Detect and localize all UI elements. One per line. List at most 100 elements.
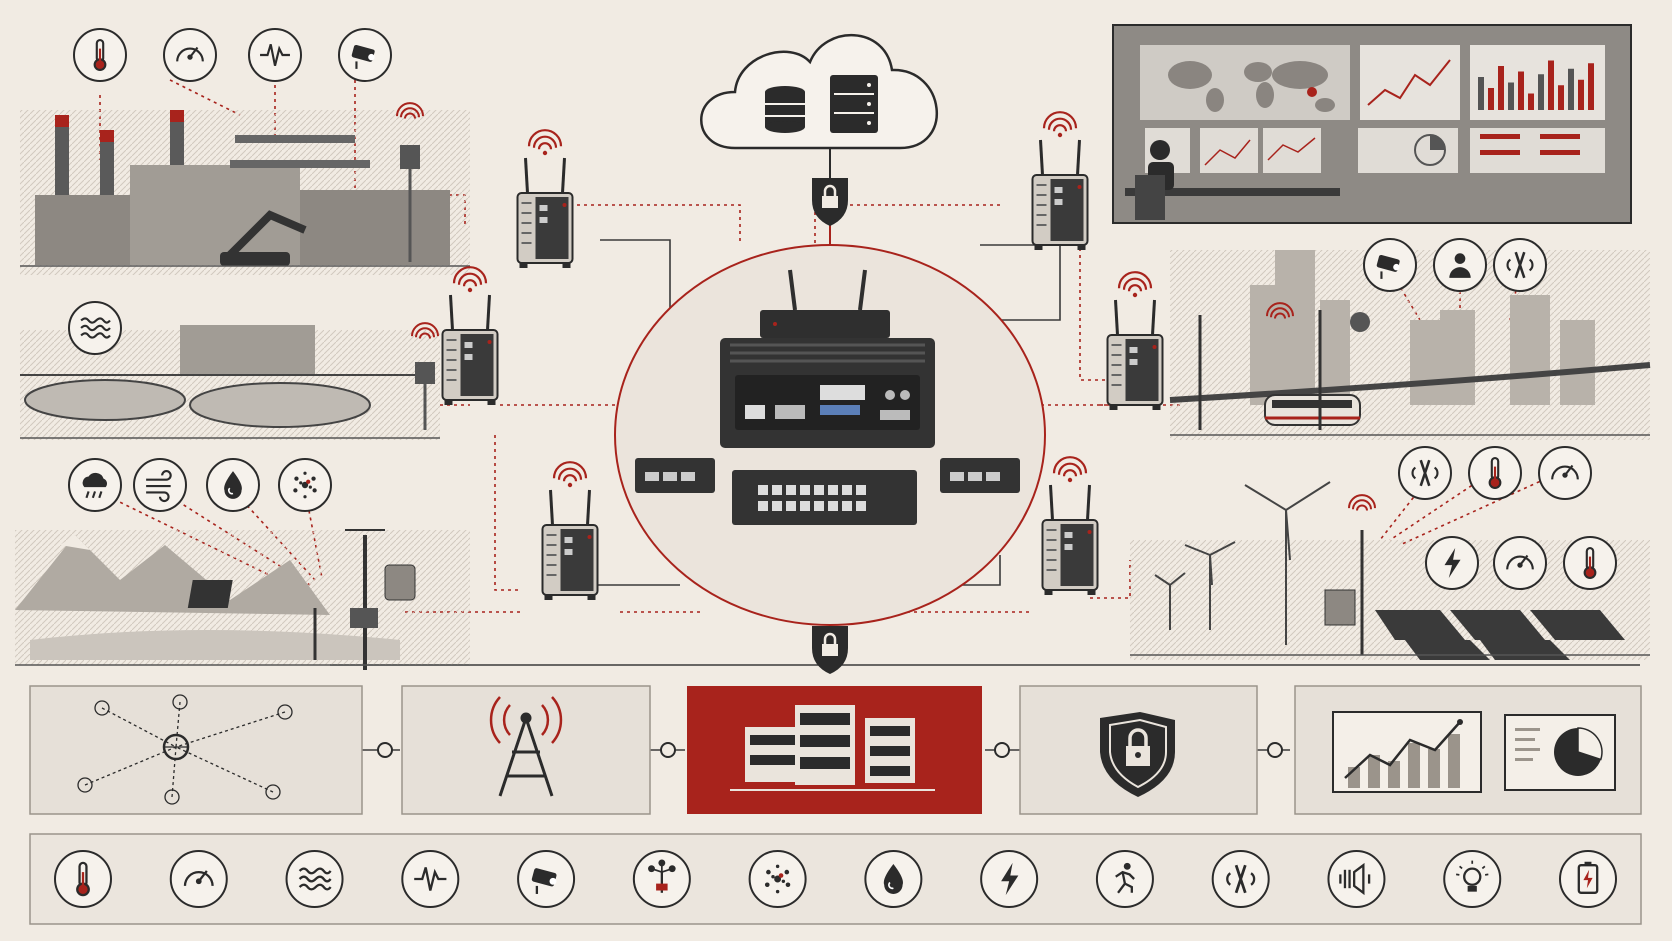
network-topology-icon xyxy=(77,694,293,805)
lock-cloud xyxy=(812,178,848,226)
wifi-icon xyxy=(411,322,439,339)
edge-gateway xyxy=(516,129,574,268)
bar xyxy=(1518,71,1524,110)
switch-port xyxy=(786,501,796,511)
edge-hub xyxy=(614,225,1046,660)
switch-port xyxy=(842,501,852,511)
wind-icon xyxy=(133,458,187,512)
edge-gateway xyxy=(441,266,499,405)
server-rack-icon xyxy=(730,705,935,791)
camera-icon xyxy=(338,28,392,82)
pie-slice xyxy=(1577,727,1603,761)
analytics-bar xyxy=(1408,743,1420,788)
bar xyxy=(1578,79,1584,110)
water-drop-icon xyxy=(864,850,923,908)
light-bulb-icon xyxy=(1443,850,1502,908)
bar xyxy=(1478,77,1484,110)
stage-edge-servers xyxy=(687,686,982,814)
acoustic-icon xyxy=(1327,850,1386,908)
switch-port xyxy=(856,501,866,511)
gauge-icon xyxy=(169,850,228,908)
hub-switch-right xyxy=(940,458,1020,493)
bar xyxy=(1538,74,1544,110)
water-drop-icon xyxy=(206,458,260,512)
database-icon xyxy=(765,86,805,133)
edge-gateway xyxy=(541,461,599,600)
lock-hub xyxy=(812,626,848,674)
bar xyxy=(1558,85,1564,110)
wifi-icon xyxy=(1266,302,1294,319)
security-camera-icon xyxy=(517,850,576,908)
bar xyxy=(1568,68,1574,110)
hub-router xyxy=(760,269,890,338)
vibration-icon xyxy=(1211,850,1270,908)
switch-port xyxy=(842,485,852,495)
wifi-icon xyxy=(452,266,488,293)
switch-port xyxy=(828,501,838,511)
line-chart-mini xyxy=(1367,59,1451,106)
edge-gateway xyxy=(1041,456,1099,595)
bar xyxy=(1548,60,1554,110)
switch-port xyxy=(772,501,782,511)
switch-port xyxy=(758,485,768,495)
analytics-bar xyxy=(1448,734,1460,788)
wifi-icon xyxy=(527,129,563,156)
water-waves-icon xyxy=(68,301,122,355)
wifi-icon xyxy=(1348,494,1376,511)
gateways xyxy=(396,102,1376,600)
pipeline-row xyxy=(29,685,1642,815)
thermometer-icon xyxy=(73,28,127,82)
thermometer-icon xyxy=(1468,446,1522,500)
battery-icon xyxy=(1559,850,1617,908)
hub-switch-left xyxy=(635,458,715,493)
radio-tower-icon xyxy=(489,696,563,797)
hub-gateway xyxy=(720,338,935,448)
analytics-dashboard-icon xyxy=(1332,711,1616,793)
bar-chart-mini xyxy=(1478,60,1594,110)
cloud xyxy=(700,33,938,178)
lightning-icon xyxy=(1425,536,1479,590)
scene-sensor-icons xyxy=(68,28,1617,590)
bar xyxy=(1588,63,1594,110)
gauge-icon xyxy=(163,28,217,82)
bar xyxy=(1498,66,1504,110)
water-waves-icon xyxy=(285,850,344,908)
switch-port xyxy=(856,485,866,495)
analytics-bar xyxy=(1388,761,1400,788)
gauge-icon xyxy=(1493,536,1547,590)
thermometer-icon xyxy=(54,850,112,908)
gauge-icon xyxy=(1538,446,1592,500)
anemometer-icon xyxy=(632,850,691,908)
switch-port xyxy=(786,485,796,495)
stage-sensor-network xyxy=(29,685,363,815)
operator-desk xyxy=(1125,140,1340,220)
switch-port xyxy=(772,485,782,495)
particles-icon xyxy=(748,850,807,908)
scene-factory xyxy=(20,110,470,275)
edge-gateway xyxy=(1106,271,1164,410)
person-icon xyxy=(1433,238,1487,292)
analytics-bar xyxy=(1368,755,1380,788)
bar xyxy=(1488,88,1494,110)
waveform-icon xyxy=(248,28,302,82)
analytics-bar xyxy=(1428,749,1440,788)
switch-port xyxy=(814,485,824,495)
wifi-icon xyxy=(1042,111,1078,138)
world-map xyxy=(1168,61,1335,112)
sensor-legend xyxy=(29,833,1642,925)
bar xyxy=(1508,82,1514,110)
control-room-panel xyxy=(1112,24,1632,224)
vibration-icon xyxy=(1493,238,1547,292)
scene-smart-city xyxy=(1169,250,1651,440)
switch-port xyxy=(814,501,824,511)
motion-person-icon xyxy=(1095,850,1154,908)
stage-security xyxy=(1019,685,1258,815)
wifi-icon xyxy=(552,461,588,488)
vibration-icon xyxy=(1398,446,1452,500)
switch-port xyxy=(800,501,810,511)
switch-port xyxy=(800,485,810,495)
stage-wireless-tower xyxy=(401,685,651,815)
wifi-icon xyxy=(396,102,424,119)
